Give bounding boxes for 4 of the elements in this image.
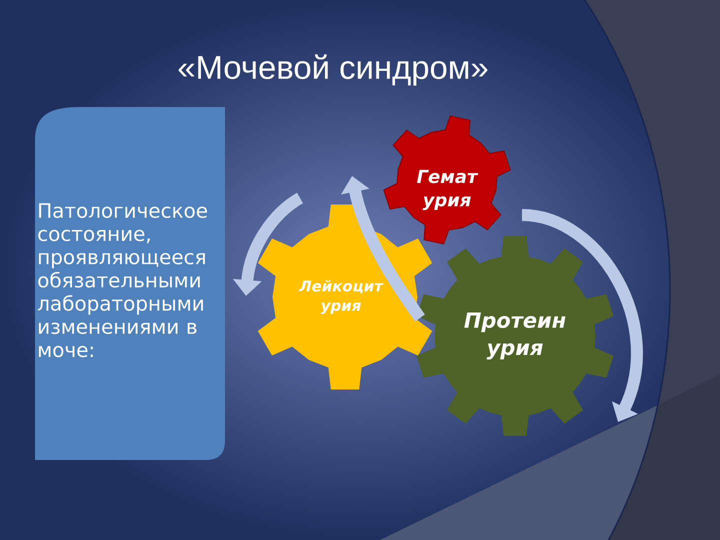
gear: Гемат урия	[383, 116, 511, 244]
title: «Мочевой синдром»	[178, 54, 488, 86]
text-box: Патологическое состояние, проявляющееся обязательными лабораторными изменениями в моче:	[35, 107, 225, 460]
gear: Протеин урия	[416, 236, 614, 436]
